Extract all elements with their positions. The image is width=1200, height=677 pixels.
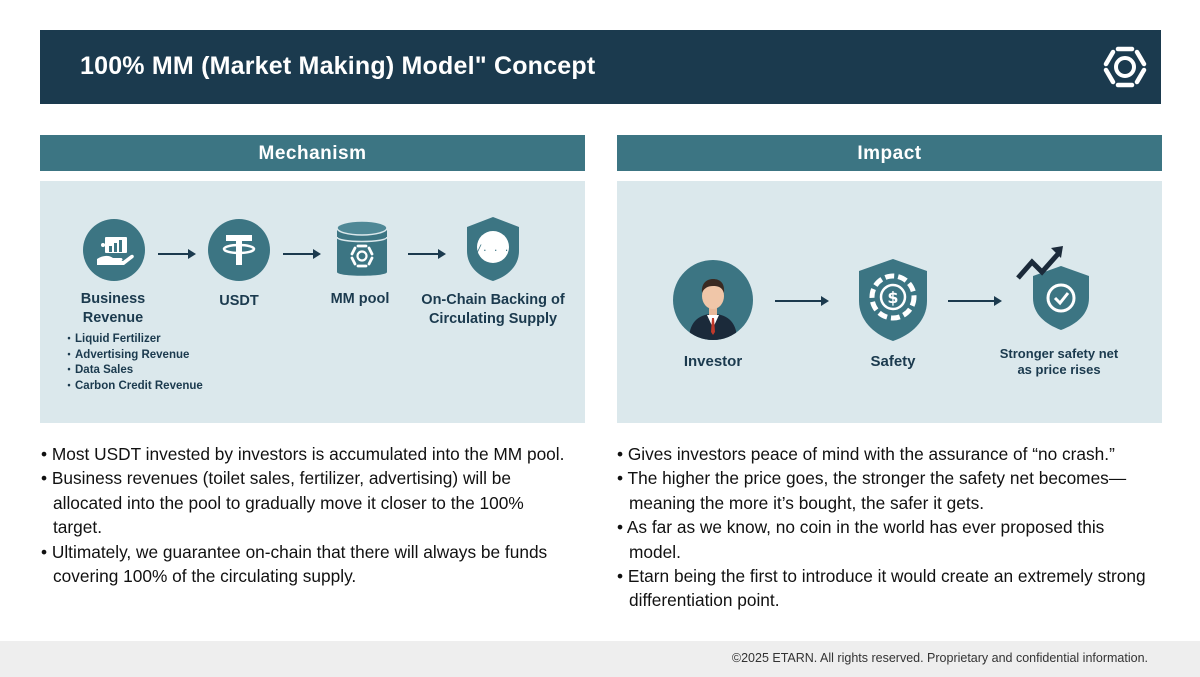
svg-text:/. . .: /. . .: [477, 244, 510, 254]
stronger-safety-label: Stronger safety net as price rises: [999, 346, 1119, 377]
svg-text:$: $: [887, 288, 898, 307]
rising-shield-icon: [1016, 246, 1089, 330]
list-item: Etarn being the first to introduce it wo…: [614, 564, 1159, 613]
shield-icon: /. . .: [467, 217, 519, 281]
list-item: Most USDT invested by investors is accum…: [38, 442, 570, 466]
investor-icon: [673, 260, 753, 340]
mm-pool-label: MM pool: [330, 291, 390, 307]
usdt-label: USDT: [219, 293, 259, 309]
list-item: The higher the price goes, the stronger …: [614, 466, 1159, 515]
list-item: As far as we know, no coin in the world …: [614, 515, 1159, 564]
dollar-shield-icon: $: [859, 259, 927, 341]
hand-chart-icon: [83, 219, 145, 281]
mechanism-heading: Mechanism: [40, 135, 585, 171]
tether-icon: [208, 219, 270, 281]
mechanism-bullets: Most USDT invested by investors is accum…: [38, 442, 570, 588]
impact-bullets: Gives investors peace of mind with the a…: [614, 442, 1159, 613]
impact-heading: Impact: [617, 135, 1162, 171]
copyright-text: ©2025 ETARN. All rights reserved. Propri…: [731, 651, 1148, 665]
hexagon-ring-logo-icon: [1103, 46, 1147, 88]
list-item: Gives investors peace of mind with the a…: [614, 442, 1159, 466]
list-item: Liquid Fertilizer: [64, 332, 203, 348]
list-item: Business revenues (toilet sales, fertili…: [38, 466, 570, 539]
business-revenue-label: Business Revenue: [80, 291, 146, 326]
database-icon: [336, 220, 388, 276]
list-item: Carbon Credit Revenue: [64, 379, 203, 395]
list-item: Advertising Revenue: [64, 348, 203, 364]
safety-label: Safety: [870, 353, 916, 370]
investor-label: Investor: [683, 353, 743, 370]
list-item: Data Sales: [64, 363, 203, 379]
arrow-right: [948, 296, 1002, 306]
list-item: Ultimately, we guarantee on-chain that t…: [38, 540, 570, 589]
revenue-source-list: Liquid Fertilizer Advertising Revenue Da…: [64, 332, 203, 394]
page-title: 100% MM (Market Making) Model" Concept: [80, 52, 596, 80]
arrow-right: [408, 249, 446, 259]
arrow-right: [775, 296, 829, 306]
footer: ©2025 ETARN. All rights reserved. Propri…: [0, 641, 1200, 677]
onchain-backing-label: On-Chain Backing of Circulating Supply: [421, 292, 565, 327]
arrow-right: [158, 249, 196, 259]
title-bar: 100% MM (Market Making) Model" Concept: [40, 30, 1161, 104]
arrow-right: [283, 249, 321, 259]
